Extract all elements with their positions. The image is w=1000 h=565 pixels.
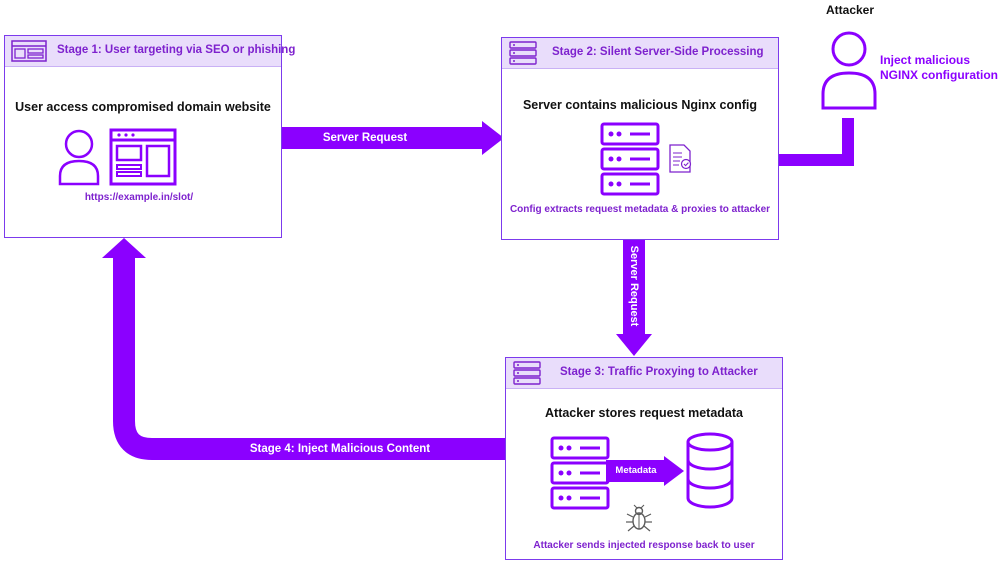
browser-window-icon <box>11 40 47 62</box>
stage1-panel: Stage 1: User targeting via SEO or phish… <box>4 35 295 238</box>
stage2-panel: Stage 2: Silent Server-Side Processing S… <box>501 37 779 240</box>
stage3-title: Stage 3: Traffic Proxying to Attacker <box>560 366 758 378</box>
stage3-panel: Stage 3: Traffic Proxying to Attacker At… <box>505 357 783 560</box>
stage3-header: Stage 3: Traffic Proxying to Attacker <box>506 358 782 389</box>
server-icon <box>600 122 660 196</box>
stage2-caption: Config extracts request metadata & proxi… <box>509 204 771 215</box>
website-icon <box>109 128 177 186</box>
stage2-header: Stage 2: Silent Server-Side Processing <box>502 38 778 69</box>
user-icon <box>58 129 100 186</box>
stage1-title: Stage 1: User targeting via SEO or phish… <box>57 44 296 56</box>
stage1-url: https://example.in/slot/ <box>84 192 194 203</box>
arrow-server-request-horizontal <box>246 121 504 155</box>
arrow-server-request-vertical <box>616 236 652 356</box>
server-request-label-horizontal: Server Request <box>322 132 408 144</box>
config-file-icon <box>669 144 692 173</box>
server-small-icon <box>509 41 537 65</box>
stage4-label: Stage 4: Inject Malicious Content <box>249 443 431 455</box>
attacker-server-icon <box>550 436 610 510</box>
stage3-heading: Attacker stores request metadata <box>545 406 743 420</box>
arrow-stage4-inject <box>102 238 506 460</box>
attacker-label: Attacker <box>825 3 875 17</box>
server-small-icon <box>513 361 541 385</box>
attacker-action-line2: NGINX configuration <box>880 68 998 82</box>
database-icon <box>686 432 734 509</box>
stage2-title: Stage 2: Silent Server-Side Processing <box>552 46 764 58</box>
metadata-label: Metadata <box>615 465 657 476</box>
stage2-heading: Server contains malicious Nginx config <box>522 98 758 112</box>
stage3-caption: Attacker sends injected response back to… <box>533 540 755 551</box>
attacker-action-line1: Inject malicious <box>880 53 971 67</box>
attacker-icon <box>821 31 877 110</box>
stage1-header: Stage 1: User targeting via SEO or phish… <box>5 36 295 67</box>
bug-icon <box>626 504 652 532</box>
stage1-heading: User access compromised domain website <box>15 100 271 114</box>
